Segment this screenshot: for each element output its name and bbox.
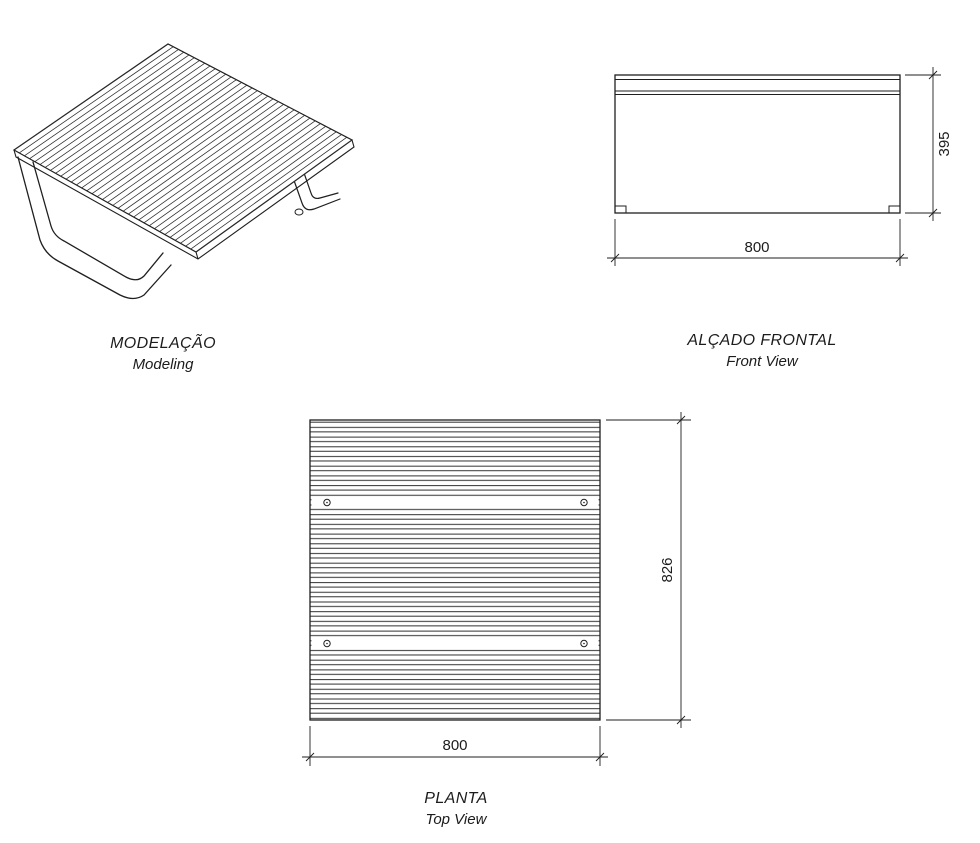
modeling-iso-drawing xyxy=(12,43,355,300)
front-subtitle: Front View xyxy=(726,353,798,371)
plan-subtitle: Top View xyxy=(425,811,487,829)
front-view-drawing: 395 800 xyxy=(607,67,953,266)
plan-screws xyxy=(311,497,599,649)
plan-depth-dimension xyxy=(606,412,691,728)
plan-depth-dim-label: 826 xyxy=(659,557,676,582)
iso-seat-outline xyxy=(12,43,354,253)
modeling-subtitle: Modeling xyxy=(132,356,194,374)
iso-seat-slats xyxy=(13,43,353,253)
modeling-title: MODELAÇÃO xyxy=(110,335,216,352)
front-title: ALÇADO FRONTAL xyxy=(687,332,837,349)
plan-width-dimension xyxy=(302,726,608,766)
plan-view-drawing: 826 800 xyxy=(302,412,691,766)
screw-icon xyxy=(580,498,588,507)
plan-title: PLANTA xyxy=(424,790,488,807)
screw-icon xyxy=(323,639,331,648)
front-caption: ALÇADO FRONTAL Front View xyxy=(642,331,882,371)
plan-seat-slats xyxy=(309,419,601,721)
screw-icon xyxy=(323,498,331,507)
front-width-dim-label: 800 xyxy=(744,239,769,256)
modeling-caption: MODELAÇÃO Modeling xyxy=(43,334,283,374)
plan-caption: PLANTA Top View xyxy=(336,789,576,829)
screw-icon xyxy=(580,639,588,648)
iso-front-leg xyxy=(17,156,172,300)
front-height-dim-label: 395 xyxy=(936,131,953,156)
iso-seat-thickness xyxy=(13,139,355,260)
front-view-outline xyxy=(614,74,901,214)
iso-rear-leg xyxy=(284,149,341,216)
plan-width-dim-label: 800 xyxy=(442,737,467,754)
front-height-dimension xyxy=(905,67,941,221)
front-width-dimension xyxy=(607,219,908,266)
